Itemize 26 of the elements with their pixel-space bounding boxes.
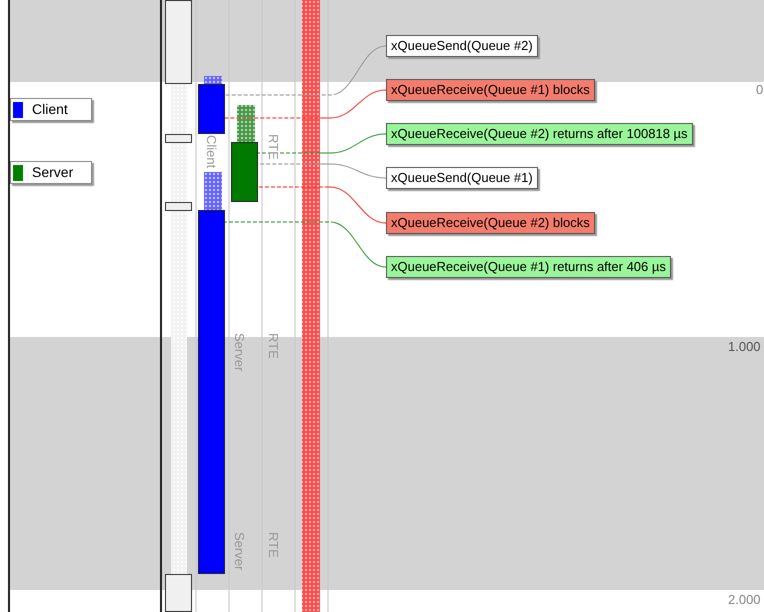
event-label: xQueueReceive(Queue #1) returns after 406 µs	[386, 256, 671, 278]
leader-line	[258, 164, 386, 178]
leader-line	[258, 134, 386, 154]
legend-label: Server	[32, 164, 74, 180]
track-label: RTE	[266, 532, 281, 558]
leader-line	[224, 222, 386, 268]
track-label: Server	[232, 333, 247, 372]
task-bar	[198, 210, 225, 574]
time-tick: 2.000	[728, 592, 761, 607]
leader-line	[258, 186, 386, 224]
legend-label: Client	[32, 101, 68, 117]
track-label: RTE	[266, 333, 281, 359]
leader-line	[224, 90, 386, 118]
task-bar	[231, 142, 258, 202]
leader-line	[224, 46, 386, 96]
event-label: xQueueReceive(Queue #1) blocks	[386, 79, 595, 101]
track-label: Client	[204, 135, 219, 168]
event-label: xQueueSend(Queue #2)	[386, 35, 538, 57]
event-label: xQueueReceive(Queue #2) blocks	[386, 212, 595, 234]
time-tick: 1.000	[728, 339, 761, 354]
event-label: xQueueReceive(Queue #2) returns after 100818 µs	[386, 123, 693, 145]
time-tick: 0	[756, 82, 764, 97]
task-bar	[198, 84, 225, 134]
track-label: Server	[232, 532, 247, 570]
track-label: RTE	[266, 134, 281, 160]
event-label: xQueueSend(Queue #1)	[386, 167, 538, 189]
